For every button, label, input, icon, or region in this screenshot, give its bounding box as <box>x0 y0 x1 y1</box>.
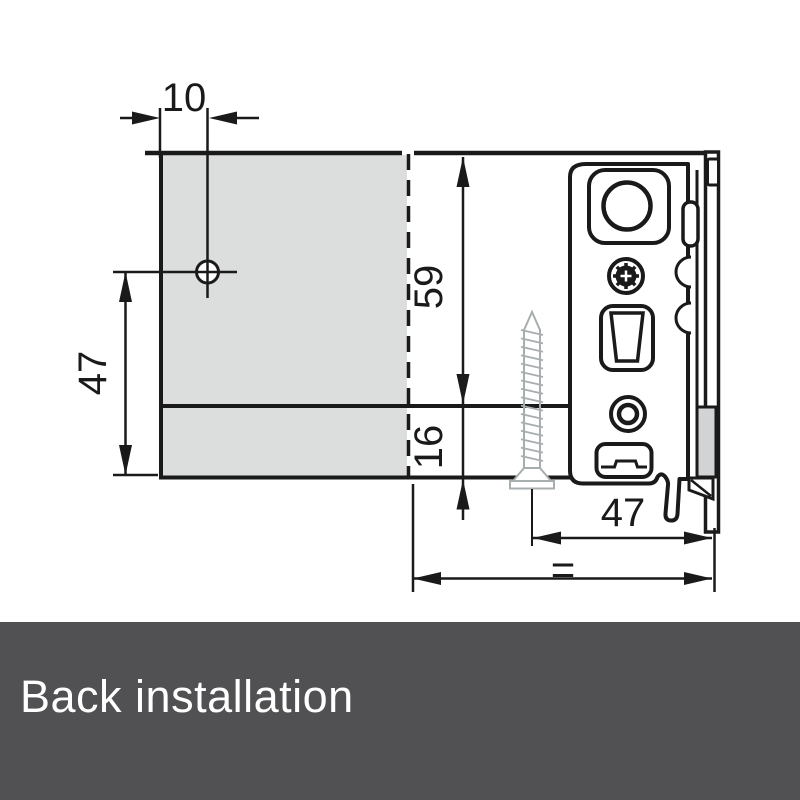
bracket-hook-hole <box>601 180 653 232</box>
caption-title: Back installation <box>20 671 354 722</box>
arrowhead-right-icon <box>132 111 160 125</box>
adjustment-wheel-icon <box>607 257 645 295</box>
rail-clip-detail <box>690 479 712 497</box>
back-panel-fill <box>163 155 407 477</box>
dim-label-59: 59 <box>407 265 451 310</box>
dim-label-equal: = <box>551 546 576 593</box>
arrowhead-up-icon <box>456 157 470 187</box>
rail-bump-lower <box>674 301 692 335</box>
arrowhead-down-icon <box>119 445 132 475</box>
arrowhead-right-icon <box>684 572 712 585</box>
arrowhead-right-icon <box>684 531 712 545</box>
pilot-hole <box>113 108 237 298</box>
arrowhead-left-icon <box>533 531 561 545</box>
rail-side-slot <box>681 200 700 248</box>
arrowhead-left-icon <box>209 111 237 125</box>
dim-label-47-left: 47 <box>71 351 115 396</box>
dim-label-16: 16 <box>407 425 451 470</box>
dim-label-47-bottom: 47 <box>601 491 646 535</box>
caption-band: Back installation <box>0 622 800 800</box>
dim-label-10: 10 <box>162 76 207 120</box>
rail-top-notch <box>706 157 720 187</box>
screw-threads <box>520 329 544 462</box>
dim-equal: = <box>411 484 712 593</box>
screw-head-flange <box>509 480 555 490</box>
dim-middle-59-16: 59 16 <box>407 157 470 520</box>
bracket-wedge <box>609 311 645 363</box>
arrowhead-down-icon <box>456 374 470 404</box>
rail-overlays <box>674 200 718 502</box>
bracket-slot-notch <box>601 459 647 469</box>
rail-gray-insert <box>695 405 718 479</box>
screw-tip <box>523 309 541 331</box>
technical-drawing: 10 47 59 16 <box>71 76 721 593</box>
rail-bump-upper <box>674 255 692 289</box>
back-panel <box>159 151 411 479</box>
bracket-ring-inner <box>616 402 640 426</box>
back-fixing-bracket <box>568 162 690 523</box>
wheel-teeth <box>613 263 639 289</box>
arrowhead-left-icon <box>413 572 441 585</box>
screw-head <box>510 467 554 482</box>
dim-left-47: 47 <box>71 272 158 477</box>
arrowhead-up-icon <box>456 479 470 510</box>
dim-bottom-47: 47 <box>533 491 716 592</box>
mounting-screw <box>509 309 555 546</box>
drawing-lines <box>145 150 719 480</box>
arrowhead-up-icon <box>119 272 132 302</box>
wheel-cross <box>620 270 632 282</box>
dim-top-10: 10 <box>120 76 259 158</box>
